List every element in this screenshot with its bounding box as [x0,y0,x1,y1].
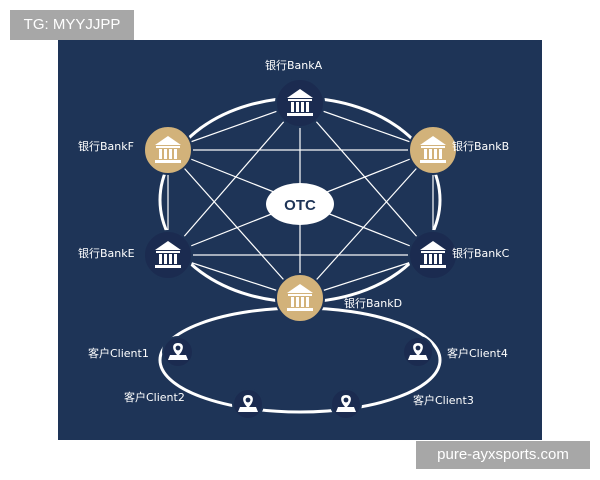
bank-node-a [275,78,325,128]
bank-node-d [275,273,325,323]
bank-node-circle [143,230,193,280]
bank-node-circle [275,273,325,323]
bank-node-c [408,230,458,280]
bank-label-a: 银行BankA [265,59,323,72]
map-pin-user-icon [408,343,428,360]
bank-label-b: 银行BankB [452,140,510,153]
bank-label-c: 银行BankC [452,247,510,260]
client-label-1: 客户Client1 [88,347,149,360]
bank-nodes [143,78,458,323]
client-node-4 [402,336,434,368]
otc-network-diagram: OTC 银行BankA 银行BankB 银行BankC 银行BankD 银行Ba… [58,40,542,440]
bank-building-icon [155,241,181,268]
bank-label-f: 银行BankF [78,140,134,153]
client-label-4: 客户Client4 [447,347,508,360]
bank-building-icon [287,89,313,116]
client-ring [158,306,442,414]
bank-building-icon [155,136,181,163]
otc-hub-label: OTC [284,197,316,214]
client-node-3 [330,388,362,420]
bank-node-e [143,230,193,280]
bank-building-icon [420,136,446,163]
bank-node-circle [143,125,193,175]
mesh-line [299,102,434,256]
bank-label-d: 银行BankD [344,297,403,310]
bank-node-circle [408,125,458,175]
watermark-bottom: pure-ayxsports.com [416,441,590,469]
client-node-1 [162,336,194,368]
bank-node-circle [275,78,325,128]
mesh-line [299,149,434,299]
map-pin-user-icon [168,343,188,360]
diagram-canvas: OTC [143,78,458,420]
mesh-line [167,102,301,256]
bank-building-icon [420,241,446,268]
client-label-2: 客户Client2 [124,391,185,404]
otc-hub [266,183,334,225]
bank-building-icon [287,284,313,311]
mesh-line [167,149,301,299]
bank-label-e: 银行BankE [78,247,135,260]
map-pin-user-icon [238,395,258,412]
watermark-top: TG: MYYJJPP [10,10,134,40]
client-node-2 [232,388,264,420]
client-label-3: 客户Client3 [413,394,474,407]
bank-node-f [143,125,193,175]
client-nodes [162,336,434,420]
bank-node-b [408,125,458,175]
bank-node-circle [408,230,458,280]
map-pin-user-icon [336,395,356,412]
